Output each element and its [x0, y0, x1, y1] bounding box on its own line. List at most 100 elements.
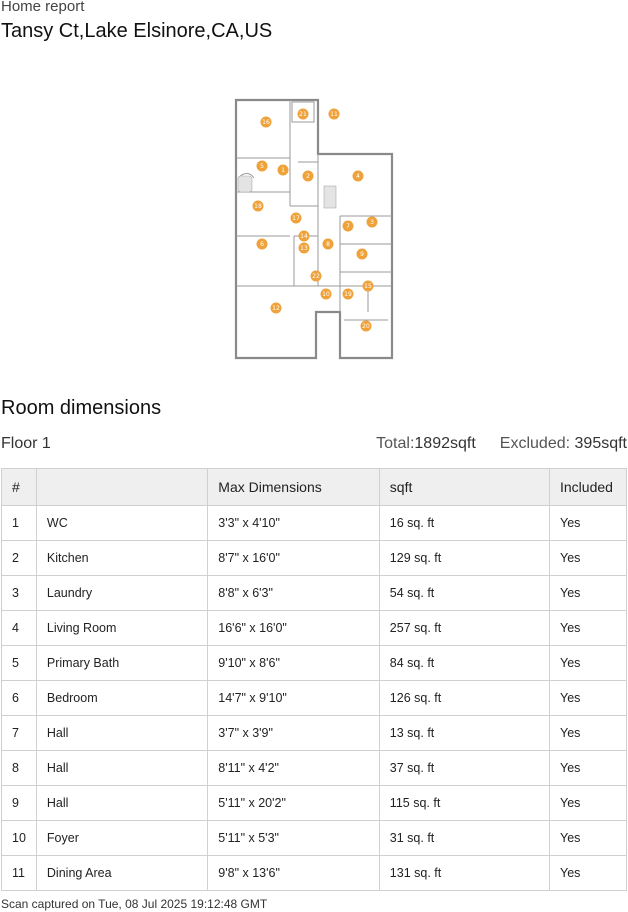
excluded-label: Excluded:	[499, 435, 571, 452]
room-marker-number: 3	[370, 219, 374, 226]
room-dimensions: 8'7" x 16'0"	[207, 540, 380, 576]
row-number: 2	[1, 540, 37, 576]
room-marker-number: 1	[281, 167, 285, 174]
room-marker-number: 17	[292, 215, 300, 222]
exterior-walls	[234, 98, 394, 360]
room-marker-number: 14	[300, 233, 308, 240]
row-number: 10	[1, 820, 37, 856]
room-dimensions: 8'11" x 4'2"	[207, 750, 380, 786]
room-marker-number: 9	[360, 251, 364, 258]
row-number: 7	[1, 715, 37, 751]
room-area: 54 sq. ft	[378, 575, 551, 611]
room-name: Bedroom	[35, 680, 209, 716]
room-name: Primary Bath	[35, 645, 209, 681]
room-marker: 8	[322, 238, 334, 250]
floor-totals: Total:1892sqft Excluded: 395sqft	[376, 435, 627, 453]
room-marker: 19	[342, 288, 354, 300]
row-number: 6	[1, 680, 37, 716]
room-name: Foyer	[35, 820, 209, 856]
total-label: Total:	[376, 435, 415, 452]
room-marker-number: 4	[356, 173, 360, 180]
room-marker-number: 10	[322, 291, 330, 298]
room-marker: 6	[256, 238, 268, 250]
room-marker-number: 20	[362, 323, 370, 330]
room-dimensions: 14'7" x 9'10"	[207, 680, 380, 716]
room-included: Yes	[549, 645, 627, 681]
room-marker-number: 7	[346, 223, 350, 230]
column-header	[35, 468, 209, 506]
report-label: Home report	[1, 0, 85, 15]
room-area: 131 sq. ft	[378, 855, 551, 891]
column-header: #	[1, 468, 37, 506]
floor-name: Floor 1	[1, 435, 51, 452]
room-marker: 1	[277, 164, 289, 176]
room-name: Hall	[35, 785, 209, 821]
table-header-row: # Max Dimensions sqft Included	[1, 468, 627, 506]
room-marker-number: 8	[326, 241, 330, 248]
room-name: Living Room	[35, 610, 209, 646]
room-included: Yes	[549, 820, 627, 856]
room-marker-number: 13	[300, 245, 308, 252]
room-marker: 13	[298, 242, 310, 254]
room-marker-number: 15	[364, 283, 372, 290]
row-number: 1	[1, 505, 37, 541]
column-header: Max Dimensions	[207, 468, 380, 506]
room-included: Yes	[549, 610, 627, 646]
room-marker-number: 12	[272, 305, 280, 312]
room-area: 16 sq. ft	[378, 505, 551, 541]
room-area: 115 sq. ft	[378, 785, 551, 821]
room-marker: 15	[362, 280, 374, 292]
room-marker: 21	[297, 108, 309, 120]
room-area: 13 sq. ft	[378, 715, 551, 751]
room-marker-number: 16	[262, 119, 270, 126]
room-area: 257 sq. ft	[378, 610, 551, 646]
room-marker: 20	[360, 320, 372, 332]
room-marker-number: 11	[330, 111, 338, 118]
room-name: Hall	[35, 750, 209, 786]
room-name: Kitchen	[35, 540, 209, 576]
room-marker: 12	[270, 302, 282, 314]
row-number: 3	[1, 575, 37, 611]
room-marker-number: 21	[299, 111, 307, 118]
room-included: Yes	[549, 750, 627, 786]
row-number: 4	[1, 610, 37, 646]
room-dimensions: 16'6" x 16'0"	[207, 610, 380, 646]
room-marker-number: 19	[344, 291, 352, 298]
scan-timestamp: Scan captured on Tue, 08 Jul 2025 19:12:…	[1, 897, 268, 911]
column-header: Included	[549, 468, 627, 506]
room-marker: 4	[352, 170, 364, 182]
room-marker: 5	[256, 160, 268, 172]
excluded-value: 395sqft	[574, 435, 627, 452]
room-marker-number: 2	[306, 173, 310, 180]
room-dimensions: 3'3" x 4'10"	[207, 505, 380, 541]
room-included: Yes	[549, 680, 627, 716]
room-marker-number: 18	[254, 203, 262, 210]
room-dimensions: 3'7" x 3'9"	[207, 715, 380, 751]
room-marker: 16	[260, 116, 272, 128]
room-name: Laundry	[35, 575, 209, 611]
room-name: WC	[35, 505, 209, 541]
room-marker-number: 5	[260, 163, 264, 170]
room-included: Yes	[549, 505, 627, 541]
room-dimensions: 5'11" x 5'3"	[207, 820, 380, 856]
total-value: 1892sqft	[414, 435, 476, 452]
room-area: 126 sq. ft	[378, 680, 551, 716]
page-title: Tansy Ct,Lake Elsinore,CA,US	[1, 20, 273, 42]
room-marker: 17	[290, 212, 302, 224]
room-marker: 18	[252, 200, 264, 212]
room-included: Yes	[549, 575, 627, 611]
room-area: 37 sq. ft	[378, 750, 551, 786]
section-title: Room dimensions	[1, 397, 162, 419]
row-number: 11	[1, 855, 37, 891]
